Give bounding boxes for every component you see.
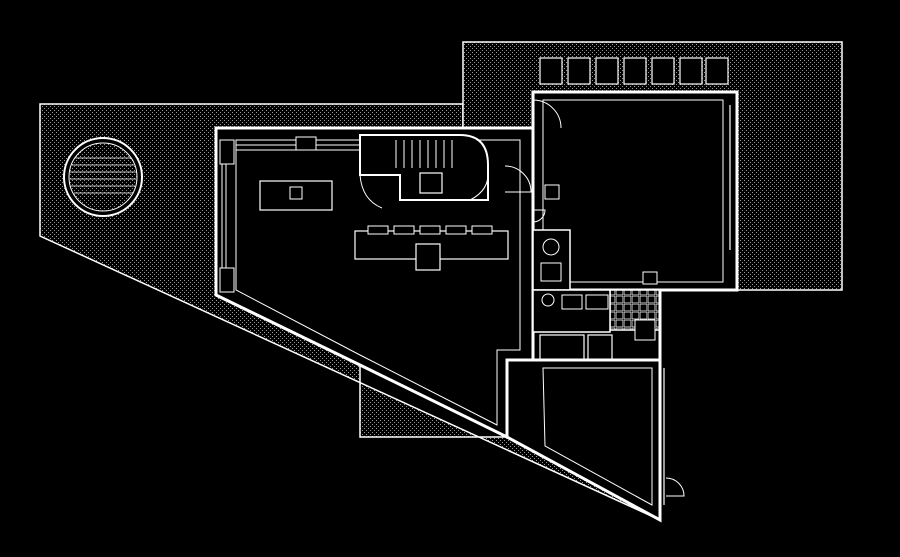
right-room-inner (542, 99, 724, 283)
top-counter (236, 136, 360, 151)
lower-right-room-inner (542, 367, 653, 506)
left-glazing (219, 139, 235, 293)
planter-row (539, 57, 729, 85)
dining-table (354, 225, 509, 271)
corner-post (642, 271, 658, 285)
lower-right-room (505, 358, 662, 523)
side-table (544, 184, 560, 200)
service-core (532, 229, 661, 362)
main-room-inner (235, 139, 521, 426)
staircase (359, 134, 489, 209)
sink-fixture (289, 186, 303, 200)
round-tub (63, 137, 143, 217)
